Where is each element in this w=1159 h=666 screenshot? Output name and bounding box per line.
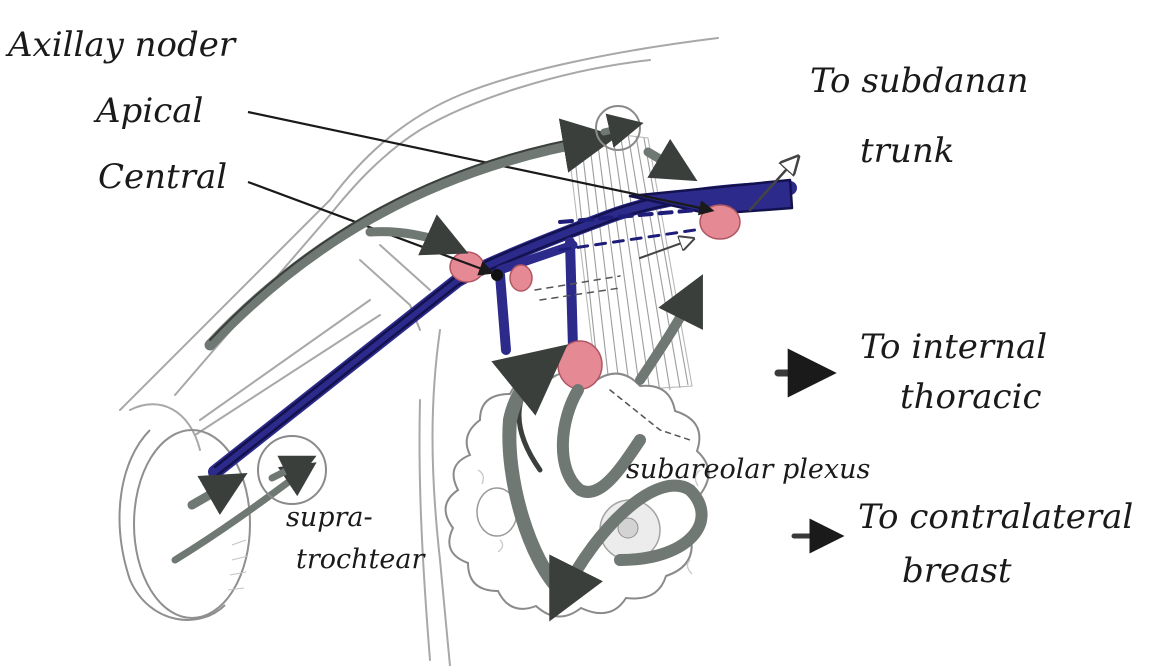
lymph-node-pectoral [558, 341, 602, 389]
central-leader [248, 182, 490, 272]
to-internal-thoracic-label-1: To internal [860, 327, 1047, 367]
to-contralateral-label-1: To contralateral [858, 497, 1133, 537]
to-subclavian-label-2: trunk [860, 131, 954, 171]
apical-label: Apical [93, 91, 203, 131]
arrow-lateral [370, 232, 452, 246]
vessel-branch-1 [500, 275, 506, 350]
arrow-medial-gray [640, 292, 694, 380]
subareolar-plexus-label: subareolar plexus [626, 454, 870, 485]
arrow-supratrochlear [192, 482, 232, 505]
lymph-node-axillary-small [510, 265, 532, 291]
to-subclavian-label-1: To subdanan [810, 61, 1029, 101]
axillary-nodes-title: Axillay noder [5, 25, 237, 65]
central-label: Central [98, 157, 227, 197]
supratrochlear-label-2: trochtear [296, 544, 426, 575]
central-node-junction [491, 269, 503, 281]
supratrochlear-label-1: supra- [286, 502, 373, 533]
vessel-branch-2 [570, 242, 573, 348]
to-internal-thoracic-label-2: thoracic [900, 377, 1042, 417]
to-contralateral-label-2: breast [902, 551, 1012, 591]
